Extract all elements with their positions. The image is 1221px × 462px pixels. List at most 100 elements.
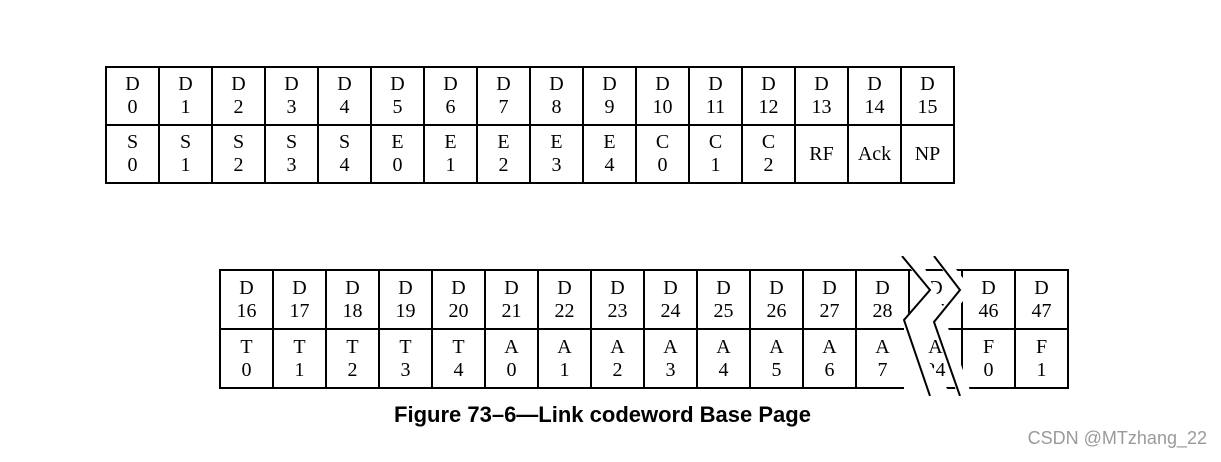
bit-cell: A 6 bbox=[802, 328, 857, 389]
bit-cell: D 47 bbox=[1014, 269, 1069, 330]
bit-cell: F 1 bbox=[1014, 328, 1069, 389]
bit-index-row: D 0 D 1 D 2 D 3 D 4 D 5 D 6 D 7 D 8 D 9 D 10 D 11 D … bbox=[105, 66, 955, 126]
bit-cell: D 18 bbox=[325, 269, 380, 330]
bit-cell-label: D 2 bbox=[231, 73, 246, 118]
bit-table-d0-d15: D 0 D 1 D 2 D 3 D 4 D 5 D 6 D 7 D 8 D 9 D 10 D 11 D … bbox=[105, 66, 955, 184]
figure-caption: Figure 73–6—Link codeword Base Page bbox=[394, 402, 811, 427]
bit-cell: A 0 bbox=[484, 328, 539, 389]
bit-cell: D 5 bbox=[370, 66, 425, 126]
bit-cell-label: D 3 bbox=[284, 73, 299, 118]
watermark: CSDN @MTzhang_22 bbox=[1027, 428, 1207, 448]
bit-cell-label: NP bbox=[914, 142, 941, 165]
bit-cell: S 4 bbox=[317, 124, 372, 184]
bit-cell-label: D 16 bbox=[236, 276, 257, 322]
bit-cell-label: D 23 bbox=[607, 276, 628, 322]
bit-cell-label: S 2 bbox=[232, 131, 245, 176]
bit-cell: D 2 bbox=[211, 66, 266, 126]
bit-cell: NP bbox=[900, 124, 955, 184]
bit-cell-label: D 15 bbox=[917, 73, 938, 118]
bit-cell-label: D 14 bbox=[864, 73, 885, 118]
bit-cell-label: E 3 bbox=[550, 131, 563, 176]
bit-cell-label: E 1 bbox=[444, 131, 457, 176]
bit-cell-label: D 6 bbox=[443, 73, 458, 118]
bit-cell: D 1 bbox=[158, 66, 213, 126]
bit-cell: D 17 bbox=[272, 269, 327, 330]
bit-cell: Ack bbox=[847, 124, 902, 184]
bit-cell-label: RF bbox=[809, 142, 834, 165]
bit-cell-label: A 6 bbox=[822, 335, 837, 381]
bit-cell-label: D 9 bbox=[602, 73, 617, 118]
bit-cell-label: E 4 bbox=[603, 131, 616, 176]
bit-cell: E 3 bbox=[529, 124, 584, 184]
bit-cell: D 6 bbox=[423, 66, 478, 126]
bit-cell-label: F 0 bbox=[982, 335, 995, 381]
bit-cell-label: T 2 bbox=[346, 335, 359, 381]
bit-cell-label: A 5 bbox=[769, 335, 784, 381]
bit-cell: D 0 bbox=[105, 66, 160, 126]
bit-cell-label: F 1 bbox=[1035, 335, 1048, 381]
bit-cell-label: A 7 bbox=[875, 335, 890, 381]
bit-cell: A 7 bbox=[855, 328, 910, 389]
bit-cell: D 10 bbox=[635, 66, 690, 126]
bit-cell: D 9 bbox=[582, 66, 637, 126]
bit-cell: D 7 bbox=[476, 66, 531, 126]
bit-cell-label: E 0 bbox=[391, 131, 404, 176]
bit-cell: F 0 bbox=[961, 328, 1016, 389]
bit-cell-label: D 4 bbox=[337, 73, 352, 118]
bit-cell: D 24 bbox=[643, 269, 698, 330]
bit-cell: D 8 bbox=[529, 66, 584, 126]
table-break-marker bbox=[901, 256, 972, 396]
bit-cell-label: A 3 bbox=[663, 335, 678, 381]
bit-cell-label: D 19 bbox=[395, 276, 416, 322]
bit-cell-label: D 28 bbox=[872, 276, 893, 322]
bit-cell: D 27 bbox=[802, 269, 857, 330]
bit-cell-label: D 0 bbox=[125, 73, 140, 118]
bit-cell-label: D 21 bbox=[501, 276, 522, 322]
bit-cell: T 1 bbox=[272, 328, 327, 389]
bit-cell: C 1 bbox=[688, 124, 743, 184]
bit-cell: S 3 bbox=[264, 124, 319, 184]
bit-cell-label: D 7 bbox=[496, 73, 511, 118]
bit-cell: D 3 bbox=[264, 66, 319, 126]
bit-cell-label: C 2 bbox=[761, 131, 776, 176]
bit-cell-label: S 0 bbox=[126, 131, 139, 176]
bit-cell-label: A 0 bbox=[504, 335, 519, 381]
bit-cell-label: A 4 bbox=[716, 335, 731, 381]
bit-cell-label: D 11 bbox=[705, 73, 726, 118]
bit-cell-label: D 47 bbox=[1031, 276, 1052, 322]
bit-cell-label: T 1 bbox=[293, 335, 306, 381]
bit-cell-label: D 25 bbox=[713, 276, 734, 322]
bit-cell-label: T 0 bbox=[240, 335, 253, 381]
bit-cell: T 3 bbox=[378, 328, 433, 389]
bit-cell: E 1 bbox=[423, 124, 478, 184]
bit-cell-label: S 1 bbox=[179, 131, 192, 176]
bit-cell: D 23 bbox=[590, 269, 645, 330]
bit-cell: D 22 bbox=[537, 269, 592, 330]
bit-cell: D 28 bbox=[855, 269, 910, 330]
bit-cell-label: T 3 bbox=[399, 335, 412, 381]
bit-cell: A 3 bbox=[643, 328, 698, 389]
bit-cell: T 2 bbox=[325, 328, 380, 389]
bit-cell: D 26 bbox=[749, 269, 804, 330]
bit-cell-label: D 24 bbox=[660, 276, 681, 322]
bit-cell: D 21 bbox=[484, 269, 539, 330]
bit-cell-label: S 3 bbox=[285, 131, 298, 176]
bit-cell: D 4 bbox=[317, 66, 372, 126]
bit-cell: S 2 bbox=[211, 124, 266, 184]
bit-cell: D 16 bbox=[219, 269, 274, 330]
bit-cell-label: D 22 bbox=[554, 276, 575, 322]
bit-cell: D 25 bbox=[696, 269, 751, 330]
bit-cell: D 11 bbox=[688, 66, 743, 126]
bit-cell: E 4 bbox=[582, 124, 637, 184]
bit-cell: A 4 bbox=[696, 328, 751, 389]
bit-cell: RF bbox=[794, 124, 849, 184]
bit-cell-label: C 1 bbox=[708, 131, 723, 176]
bit-cell-label: D 17 bbox=[289, 276, 310, 322]
bit-cell: A 2 bbox=[590, 328, 645, 389]
bit-cell: D 14 bbox=[847, 66, 902, 126]
bit-cell: E 0 bbox=[370, 124, 425, 184]
bit-cell: S 0 bbox=[105, 124, 160, 184]
bit-cell: C 0 bbox=[635, 124, 690, 184]
bit-cell: D 15 bbox=[900, 66, 955, 126]
